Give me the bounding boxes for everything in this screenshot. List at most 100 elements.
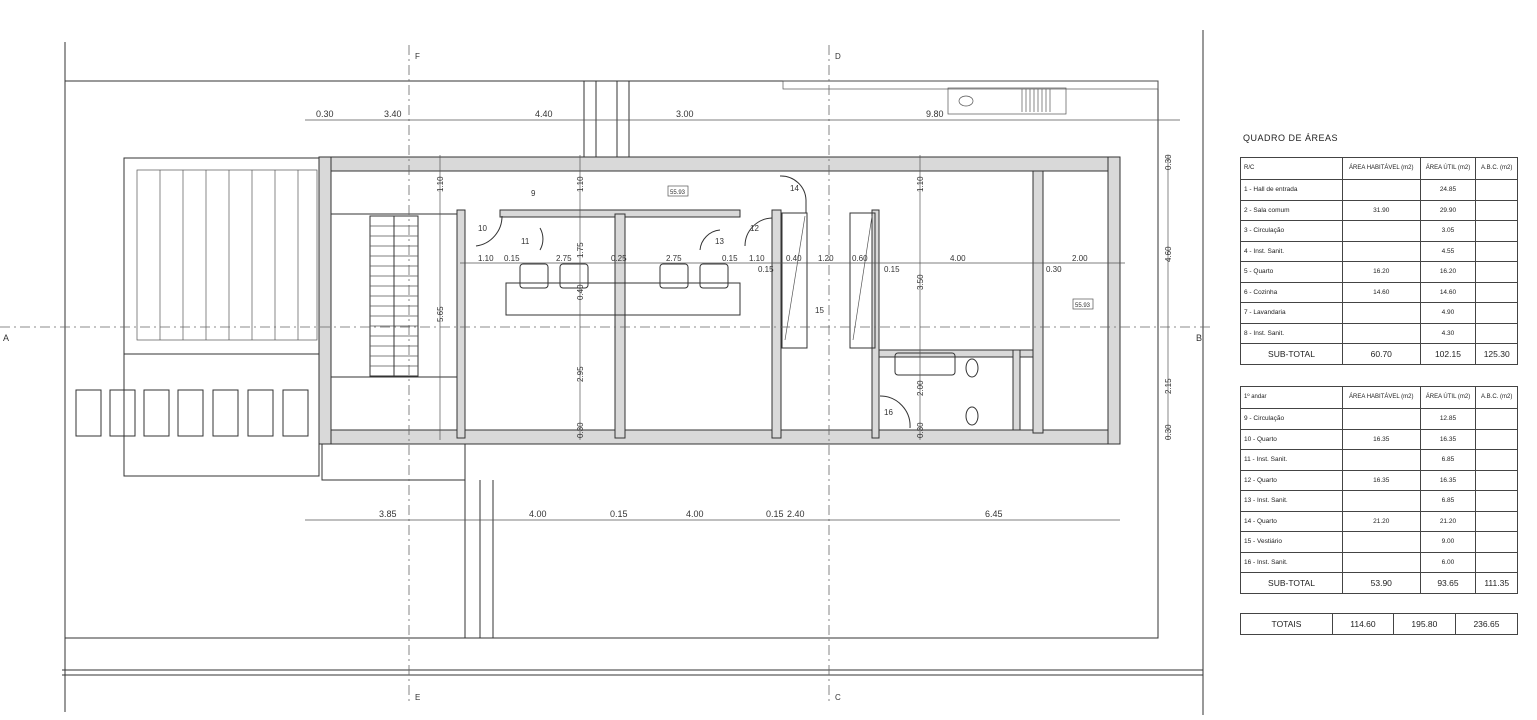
dim-v-left-1: 1.10 [436,176,445,192]
table-row: 11 - Inst. Sanit. 6.85 [1240,449,1518,471]
dim-h-4: 0.25 [611,254,627,263]
room-11: 11 [521,237,530,246]
row-abc [1475,469,1518,491]
dim-v-mid-3: 0.40 [576,284,585,300]
header-abc: A.B.C. (m2) [1475,157,1518,180]
grid-label-e: E [415,693,420,702]
row-name: 3 - Circulação [1240,220,1343,242]
table-row: 4 - Inst. Sanit.4.55 [1240,240,1518,262]
row-abc [1475,510,1518,532]
site-boundary [62,30,1204,715]
table-row: 13 - Inst. Sanit. 6.85 [1240,490,1518,512]
dim-v-room-3: 2.00 [916,380,925,396]
dim-v-far-3: 2.15 [1164,378,1173,394]
grid-label-c: C [835,693,841,702]
row-util: 3.05 [1419,220,1477,242]
row-name: 8 - Inst. Sanit. [1240,322,1343,344]
row-abc [1475,428,1518,450]
row-abc [1475,322,1518,344]
row-util: 6.85 [1419,490,1477,512]
header-util: ÁREA ÚTIL (m2) [1419,157,1477,180]
room-13: 13 [715,237,724,246]
dim-v-far-4: 0.30 [1164,424,1173,440]
areas-table-rc: R/C ÁREA HABITÁVEL (m2) ÁREA ÚTIL (m2) A… [1240,157,1518,365]
row-name: 11 - Inst. Sanit. [1240,449,1343,471]
row-util: 6.00 [1419,551,1477,573]
room-16: 16 [884,408,893,417]
grid-label-f: F [415,52,420,61]
dim-h-8: 0.15 [758,265,774,274]
subtotal-util: 102.15 [1419,343,1477,365]
dim-bottom-2: 4.00 [529,509,547,519]
row-util: 6.85 [1419,449,1477,471]
dim-top-1: 0.30 [316,109,334,119]
subtotal-hab: 53.90 [1342,572,1421,594]
subtotal-label: SUB-TOTAL [1240,572,1343,594]
dim-h-1: 1.10 [478,254,494,263]
dim-h-9: 0.40 [786,254,802,263]
row-name: 12 - Quarto [1240,469,1343,491]
room-14: 14 [790,184,799,193]
dim-top-3: 4.40 [535,109,553,119]
header-hab: ÁREA HABITÁVEL (m2) [1342,386,1421,409]
stair-hatch-top [1021,89,1051,112]
areas-table-first-floor: 1º andar ÁREA HABITÁVEL (m2) ÁREA ÚTIL (… [1240,386,1518,594]
row-util: 16.20 [1419,261,1477,283]
dim-v-far-2: 4.60 [1164,246,1173,262]
row-hab [1342,240,1421,262]
dim-h-5: 2.75 [666,254,682,263]
staircase [330,213,458,378]
row-hab: 14.60 [1342,281,1421,303]
section-label-rc: R/C [1240,157,1343,180]
fixtures [475,175,979,429]
subtotal-label: SUB-TOTAL [1240,343,1343,365]
row-abc [1475,199,1518,221]
dim-v-room-4: 0.30 [916,422,925,438]
row-abc [1475,408,1518,430]
row-util: 16.35 [1419,469,1477,491]
room-12: 12 [750,224,759,233]
row-abc [1475,531,1518,553]
row-hab: 31.90 [1342,199,1421,221]
row-hab [1342,220,1421,242]
interior-dims-vertical: 1.10 5.65 1.10 1.75 0.40 2.95 0.30 1.10 … [436,154,1173,440]
row-abc [1475,261,1518,283]
row-util: 4.90 [1419,302,1477,324]
row-hab [1342,302,1421,324]
row-name: 10 - Quarto [1240,428,1343,450]
row-name: 6 - Cozinha [1240,281,1343,303]
totals-row: TOTAIS 114.60 195.80 236.65 [1240,613,1519,635]
row-hab [1342,531,1421,553]
dim-bottom-3: 0.15 [610,509,628,519]
row-hab: 21.20 [1342,510,1421,532]
totals-label: TOTAIS [1240,613,1333,635]
subtotal-row: SUB-TOTAL 60.70 102.15 125.30 [1240,343,1518,365]
table-row: 8 - Inst. Sanit.4.30 [1240,322,1518,344]
dim-bottom-1: 3.85 [379,509,397,519]
dim-bottom-5: 0.15 [766,509,784,519]
row-abc [1475,551,1518,573]
dim-h-10: 1.20 [818,254,834,263]
dim-v-mid-2: 1.75 [576,242,585,258]
building-walls [318,156,1121,445]
table-row: 3 - Circulação 3.05 [1240,220,1518,242]
row-hab [1342,322,1421,344]
row-util: 29.90 [1419,199,1477,221]
row-util: 4.55 [1419,240,1477,262]
dim-v-mid-4: 2.95 [576,366,585,382]
table-row: 16 - Inst. Sanit.6.00 [1240,551,1518,573]
room-9: 9 [531,189,536,198]
row-name: 7 - Lavandaria [1240,302,1343,324]
dim-v-mid-5: 0.30 [576,422,585,438]
row-hab [1342,490,1421,512]
dim-v-mid-1: 1.10 [576,176,585,192]
dim-h-12: 0.15 [884,265,900,274]
row-util: 16.35 [1419,428,1477,450]
row-name: 13 - Inst. Sanit. [1240,490,1343,512]
